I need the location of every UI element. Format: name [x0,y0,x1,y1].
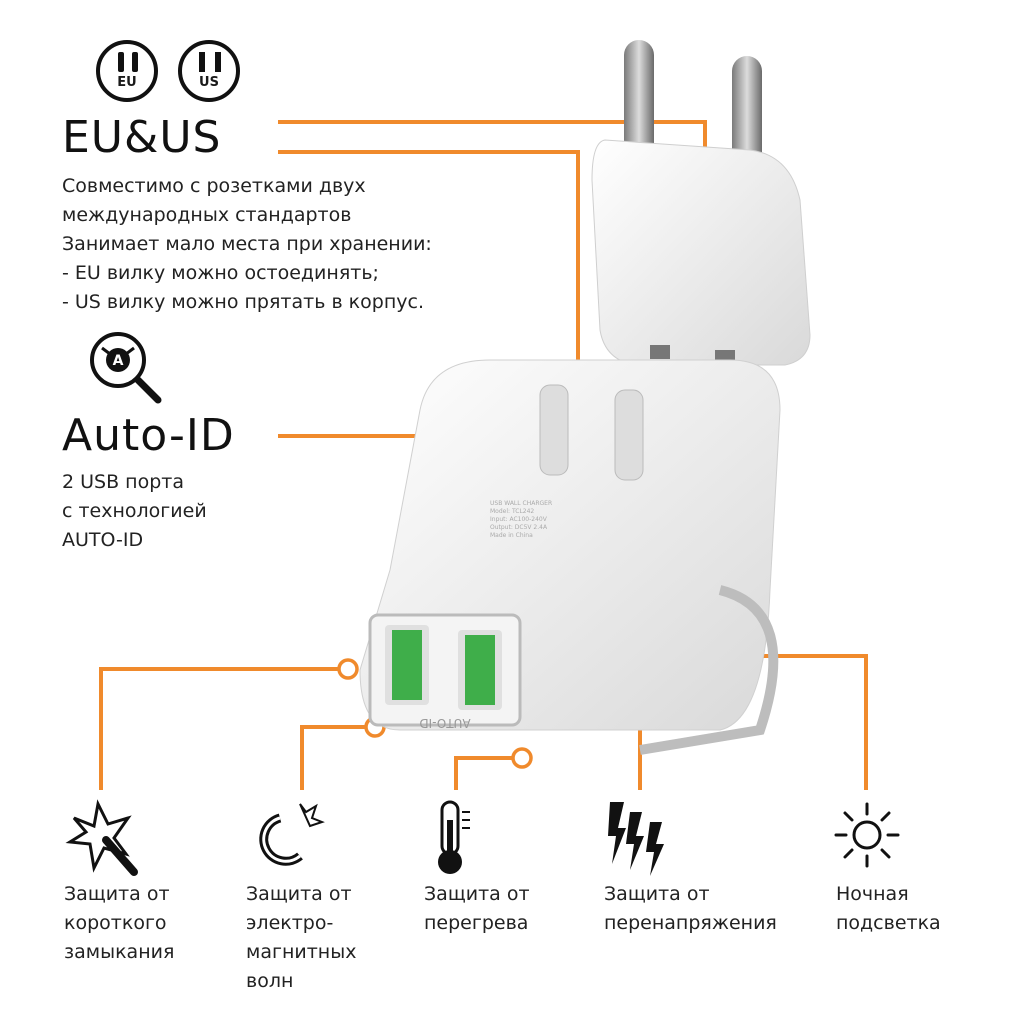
standards-desc-line: международных стандартов [62,204,352,226]
eu-adapter [591,40,811,366]
feature-label-line: Защита от [246,883,352,905]
feature-label-line: перенапряжения [604,912,777,934]
standards-desc-line: - EU вилку можно остоединять; [62,262,379,284]
us-badge-label: US [199,75,219,90]
eu-plug-badge-icon: EU [96,40,158,102]
standards-desc-line: Занимает мало места при хранении: [62,233,432,255]
feature-label-line: Ночная [836,883,909,905]
feature-label-line: электро- [246,912,334,934]
charger-body: AUTO-ID USB WALL CHARGER Model: TCL242 I… [359,359,781,755]
feature-label-line: магнитных [246,941,357,963]
device-label-line: USB WALL CHARGER [490,500,552,507]
magnet-icon [259,803,325,866]
standards-title: EU&US [62,112,222,163]
feature-night-light: Ночная подсветка [836,880,941,938]
lightning-icon [608,802,664,876]
feature-emi: Защита от электро- магнитных волн [246,880,356,996]
sun-icon [834,802,900,868]
auto-id-title: Auto-ID [62,410,235,461]
auto-id-desc-line: с технологией [62,500,207,522]
auto-id-desc-line: AUTO-ID [62,529,144,551]
feature-label-line: Защита от [604,883,710,905]
feature-label-line: перегрева [424,912,529,934]
callout-dot-overheat [511,747,533,769]
charger-illustration: AUTO-ID USB WALL CHARGER Model: TCL242 I… [359,40,811,755]
feature-overvoltage: Защита от перенапряжения [604,880,777,938]
device-label-line: Made in China [490,532,533,539]
feature-label-line: Защита от [424,883,530,905]
feature-label-line: волн [246,970,294,992]
standards-desc-line: Совместимо с розетками двух [62,175,366,197]
thermometer-icon [438,800,470,874]
callout-dot-short [337,658,359,680]
standards-description: Совместимо с розетками двух международны… [62,172,432,317]
feature-label-line: Защита от [64,883,170,905]
feature-label-line: короткого [64,912,167,934]
feature-label-line: замыкания [64,941,175,963]
port-label: AUTO-ID [419,716,470,730]
feature-overheat: Защита от перегрева [424,880,530,938]
auto-id-desc-line: 2 USB порта [62,471,184,493]
feature-label-line: подсветка [836,912,941,934]
device-label-line: Model: TCL242 [490,508,534,515]
us-plug-badge-icon: US [178,40,240,102]
auto-id-description: 2 USB порта с технологией AUTO-ID [62,468,207,555]
device-label-line: Output: DC5V 2.4A [490,524,548,531]
auto-id-magnifier-icon: A [90,332,162,404]
feature-short-circuit: Защита от короткого замыкания [64,880,174,967]
eu-badge-label: EU [117,75,137,90]
short-circuit-icon [65,799,138,876]
device-label-line: Input: AC100-240V [490,516,548,523]
standards-desc-line: - US вилку можно прятать в корпус. [62,291,424,313]
auto-id-icon-letter: A [113,353,124,369]
